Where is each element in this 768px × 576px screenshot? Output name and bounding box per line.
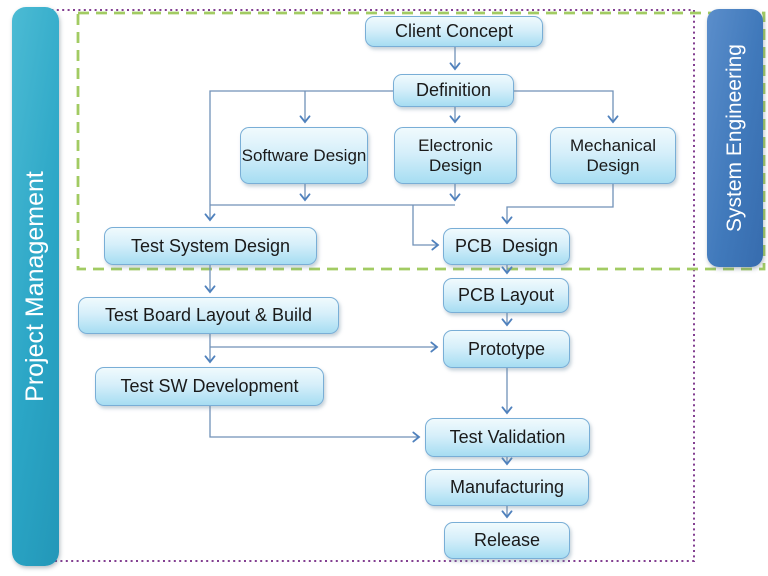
lane-project-management-label: Project Management bbox=[21, 171, 49, 402]
lane-system-engineering-label: System Engineering bbox=[723, 44, 746, 232]
node-mechanical-design-label: Mechanical Design bbox=[570, 136, 661, 175]
node-pcb-design: PCB Design bbox=[443, 228, 570, 265]
node-prototype: Prototype bbox=[443, 330, 570, 368]
node-client-concept-label: Client Concept bbox=[394, 21, 514, 42]
edge-test-sw-test-validation bbox=[209, 406, 421, 443]
node-test-system-design: Test System Design bbox=[104, 227, 317, 265]
node-manufacturing: Manufacturing bbox=[425, 469, 589, 506]
lane-project-management: Project Management bbox=[12, 7, 59, 566]
node-mechanical-design: Mechanical Design bbox=[550, 127, 676, 184]
node-software-design-label: Software Design bbox=[241, 145, 367, 165]
node-electronic-design-label: Electronic Design bbox=[418, 136, 498, 175]
node-release: Release bbox=[444, 522, 570, 559]
edge-definition-test-system-design bbox=[204, 90, 393, 222]
node-software-design: Software Design bbox=[240, 127, 368, 184]
project-management-boundary bbox=[45, 9, 695, 562]
edge-mechanical-design-pcb-design bbox=[501, 184, 614, 225]
node-prototype-label: Prototype bbox=[467, 338, 546, 359]
lane-system-engineering: System Engineering bbox=[707, 9, 763, 267]
node-definition: Definition bbox=[393, 74, 514, 107]
node-test-validation: Test Validation bbox=[425, 418, 590, 457]
node-definition-label: Definition bbox=[415, 80, 492, 101]
node-test-board-layout-build-label: Test Board Layout & Build bbox=[104, 305, 313, 326]
node-test-sw-development: Test SW Development bbox=[95, 367, 324, 406]
node-test-sw-development-label: Test SW Development bbox=[120, 376, 299, 397]
node-pcb-layout: PCB Layout bbox=[443, 278, 569, 313]
system-engineering-boundary bbox=[76, 11, 766, 271]
node-electronic-design: Electronic Design bbox=[394, 127, 517, 184]
edge-bus-pcb-design bbox=[412, 205, 440, 251]
node-pcb-design-label: PCB Design bbox=[454, 236, 559, 257]
node-test-system-design-label: Test System Design bbox=[130, 235, 291, 256]
node-test-board-layout-build: Test Board Layout & Build bbox=[78, 297, 339, 334]
node-test-validation-label: Test Validation bbox=[449, 427, 566, 448]
node-client-concept: Client Concept bbox=[365, 16, 543, 47]
node-pcb-layout-label: PCB Layout bbox=[457, 285, 555, 306]
node-manufacturing-label: Manufacturing bbox=[449, 477, 565, 498]
node-release-label: Release bbox=[473, 530, 541, 551]
edge-definition-mechanical-design bbox=[514, 90, 619, 124]
